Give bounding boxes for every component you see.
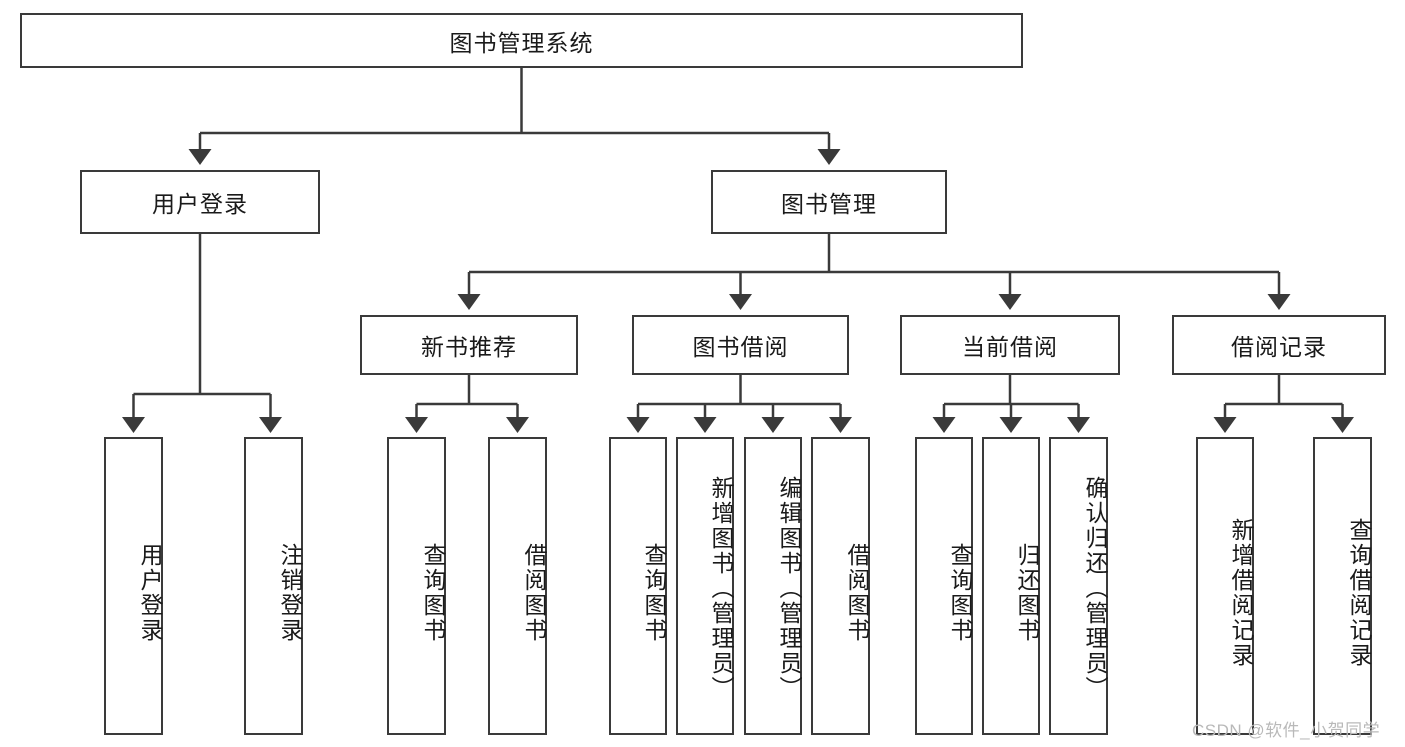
- node-leaf-add-book[interactable]: 新增图书（管理员）: [676, 437, 734, 735]
- node-leaf-edit-book[interactable]: 编辑图书（管理员）: [744, 437, 802, 735]
- node-book-borrow[interactable]: 图书借阅: [632, 315, 849, 375]
- node-leaf-query-record[interactable]: 查询借阅记录: [1313, 437, 1372, 735]
- node-new-book-recommend-label: 新书推荐: [421, 334, 517, 360]
- node-leaf-add-record-label: 新增借阅记录: [1228, 518, 1254, 668]
- node-leaf-query-book-rec[interactable]: 查询图书: [387, 437, 446, 735]
- node-leaf-query-book-rec-label: 查询图书: [420, 543, 446, 643]
- node-current-borrow[interactable]: 当前借阅: [900, 315, 1120, 375]
- node-leaf-borrow-book-rec[interactable]: 借阅图书: [488, 437, 547, 735]
- csdn-watermark: CSDN @软件_小贺同学: [1192, 721, 1381, 740]
- node-leaf-query-book-bb[interactable]: 查询图书: [609, 437, 667, 735]
- node-leaf-add-book-label: 新增图书（管理员）: [708, 475, 734, 701]
- node-leaf-query-book-cb-label: 查询图书: [947, 543, 973, 643]
- node-leaf-confirm-return[interactable]: 确认归还（管理员）: [1049, 437, 1108, 735]
- node-leaf-user-logout-label: 注销登录: [277, 543, 303, 643]
- node-user-login[interactable]: 用户登录: [80, 170, 320, 234]
- node-leaf-query-book-cb[interactable]: 查询图书: [915, 437, 973, 735]
- node-leaf-user-login-label: 用户登录: [137, 543, 163, 643]
- node-new-book-recommend[interactable]: 新书推荐: [360, 315, 578, 375]
- node-leaf-user-login[interactable]: 用户登录: [104, 437, 163, 735]
- node-leaf-borrow-book-bb-label: 借阅图书: [844, 543, 870, 643]
- node-leaf-query-record-label: 查询借阅记录: [1346, 518, 1372, 668]
- node-leaf-borrow-book-rec-label: 借阅图书: [521, 543, 547, 643]
- node-user-login-label: 用户登录: [152, 191, 248, 217]
- node-borrow-record[interactable]: 借阅记录: [1172, 315, 1386, 375]
- node-leaf-borrow-book-bb[interactable]: 借阅图书: [811, 437, 870, 735]
- node-root-label: 图书管理系统: [449, 29, 594, 56]
- node-leaf-return-book[interactable]: 归还图书: [982, 437, 1040, 735]
- node-borrow-record-label: 借阅记录: [1231, 334, 1327, 360]
- node-leaf-return-book-label: 归还图书: [1014, 543, 1040, 643]
- node-book-manage-label: 图书管理: [781, 191, 877, 217]
- node-leaf-user-logout[interactable]: 注销登录: [244, 437, 303, 735]
- node-book-borrow-label: 图书借阅: [692, 334, 789, 360]
- node-leaf-edit-book-label: 编辑图书（管理员）: [776, 475, 802, 701]
- node-leaf-confirm-return-label: 确认归还（管理员）: [1082, 475, 1108, 701]
- node-leaf-add-record[interactable]: 新增借阅记录: [1196, 437, 1254, 735]
- node-leaf-query-book-bb-label: 查询图书: [641, 543, 667, 643]
- node-root[interactable]: 图书管理系统: [20, 13, 1023, 68]
- node-current-borrow-label: 当前借阅: [962, 334, 1058, 360]
- node-book-manage[interactable]: 图书管理: [711, 170, 947, 234]
